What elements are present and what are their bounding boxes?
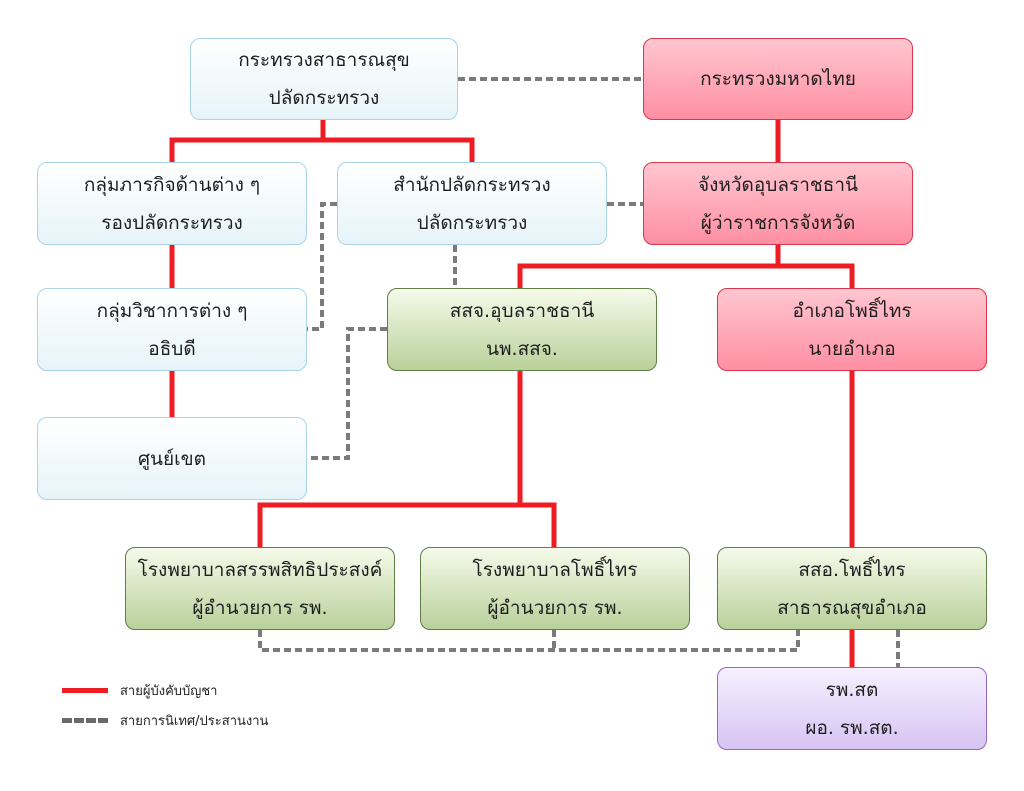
node-hospital-2-title: โรงพยาบาลโพธิ์ไทร: [472, 558, 638, 581]
node-moi: กระทรวงมหาดไทย: [643, 38, 913, 120]
node-dho-role: สาธารณสุขอำเภอ: [777, 596, 927, 619]
node-district: อำเภอโพธิ์ไทร นายอำเภอ: [717, 288, 987, 371]
command-line-province-to-pho-district: [517, 245, 855, 288]
command-line-pho-to-hospitals: [257, 371, 557, 547]
node-mission-groups: กลุ่มภารกิจด้านต่าง ๆ รองปลัดกระทรวง: [37, 162, 307, 245]
node-sub-district-title: รพ.สต: [825, 678, 879, 701]
legend-command-label: สายผู้บังคับบัญชา: [120, 683, 218, 699]
node-pho-title: สสจ.อุบลราชธานี: [449, 299, 595, 322]
coordination-line-pho-regional: [306, 327, 387, 460]
node-province: จังหวัดอุบลราชธานี ผู้ว่าราชการจังหวัด: [643, 162, 913, 245]
node-mission-groups-role: รองปลัดกระทรวง: [101, 211, 243, 234]
node-regional-center-title: ศูนย์เขต: [137, 447, 206, 470]
coordination-line-permsec-academic: [306, 202, 337, 331]
legend-command: สายผู้บังคับบัญชา: [62, 680, 217, 700]
node-district-role: นายอำเภอ: [808, 337, 896, 360]
node-academic-groups: กลุ่มวิชาการต่าง ๆ อธิบดี: [37, 288, 307, 371]
legend-coordination-swatch: [62, 717, 108, 723]
node-hospital-1-title: โรงพยาบาลสรรพสิทธิประสงค์: [137, 558, 383, 581]
node-dho: สสอ.โพธิ์ไทร สาธารณสุขอำเภอ: [717, 547, 987, 630]
coordination-line-hospitals-dho: [258, 630, 800, 652]
node-perm-sec-office-title: สำนักปลัดกระทรวง: [393, 173, 551, 196]
node-sub-district-role: ผอ. รพ.สต.: [805, 716, 899, 739]
node-province-role: ผู้ว่าราชการจังหวัด: [700, 211, 856, 234]
node-sub-district: รพ.สต ผอ. รพ.สต.: [717, 667, 987, 750]
node-dho-title: สสอ.โพธิ์ไทร: [798, 558, 906, 581]
node-perm-sec-office: สำนักปลัดกระทรวง ปลัดกระทรวง: [337, 162, 607, 245]
node-moph: กระทรวงสาธารณสุข ปลัดกระทรวง: [190, 38, 458, 120]
node-regional-center: ศูนย์เขต: [37, 417, 307, 500]
node-perm-sec-office-role: ปลัดกระทรวง: [416, 211, 528, 234]
node-hospital-2-role: ผู้อำนวยการ รพ.: [487, 596, 623, 619]
node-moph-role: ปลัดกระทรวง: [268, 87, 380, 109]
node-hospital-2: โรงพยาบาลโพธิ์ไทร ผู้อำนวยการ รพ.: [420, 547, 690, 630]
node-moi-title: กระทรวงมหาดไทย: [700, 68, 856, 90]
node-province-title: จังหวัดอุบลราชธานี: [697, 173, 859, 196]
legend-coordination-label: สายการนิเทศ/ประสานงาน: [120, 713, 269, 729]
command-line-moph-to-groups: [169, 120, 475, 162]
node-hospital-1-role: ผู้อำนวยการ รพ.: [192, 596, 328, 619]
coordination-lines: [258, 77, 900, 667]
node-pho-role: นพ.สสจ.: [486, 337, 558, 360]
legend-coordination: สายการนิเทศ/ประสานงาน: [62, 710, 268, 730]
node-moph-title: กระทรวงสาธารณสุข: [238, 49, 410, 71]
node-academic-groups-role: อธิบดี: [148, 337, 196, 360]
node-pho: สสจ.อุบลราชธานี นพ.สสจ.: [387, 288, 657, 371]
node-academic-groups-title: กลุ่มวิชาการต่าง ๆ: [96, 299, 248, 322]
node-district-title: อำเภอโพธิ์ไทร: [792, 299, 912, 322]
node-hospital-1: โรงพยาบาลสรรพสิทธิประสงค์ ผู้อำนวยการ รพ…: [125, 547, 395, 630]
command-lines: [169, 120, 855, 667]
legend-command-swatch: [62, 687, 108, 693]
node-mission-groups-title: กลุ่มภารกิจด้านต่าง ๆ: [83, 173, 261, 196]
